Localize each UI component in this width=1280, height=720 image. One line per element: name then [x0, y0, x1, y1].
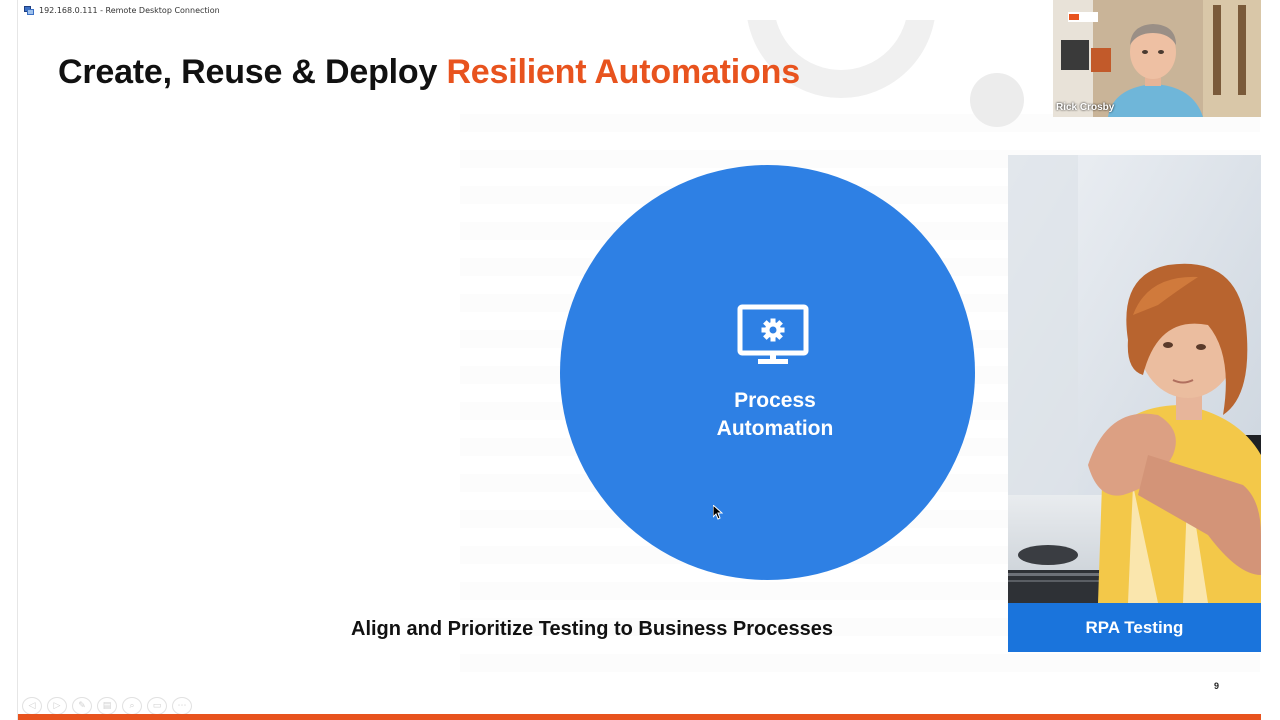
right-gutter — [1261, 0, 1280, 720]
slide-subtitle: Align and Prioritize Testing to Business… — [351, 618, 833, 640]
subtitles-icon[interactable]: ▭ — [147, 697, 167, 715]
title-accent: Resilient Automations — [446, 53, 800, 91]
forward-icon[interactable]: ▷ — [47, 697, 67, 715]
slideshow-toolbar: ◁ ▷ ✎ ▤ ⌕ ▭ ⋯ — [22, 697, 192, 715]
process-automation-circle — [560, 165, 975, 580]
window-title: 192.168.0.111 - Remote Desktop Connectio… — [39, 5, 220, 15]
window-titlebar[interactable]: 192.168.0.111 - Remote Desktop Connectio… — [18, 0, 1261, 20]
circle-label: Process Automation — [700, 387, 850, 443]
circle-label-line1: Process — [734, 389, 816, 412]
remote-desktop-icon — [24, 5, 34, 15]
mouse-cursor-icon — [713, 505, 723, 520]
title-main: Create, Reuse & Deploy — [58, 53, 447, 91]
pen-icon[interactable]: ✎ — [72, 697, 92, 715]
zoom-icon[interactable]: ⌕ — [122, 697, 142, 715]
slide-bottom-bar — [18, 714, 1261, 720]
rpa-testing-caption: RPA Testing — [1008, 603, 1261, 652]
presentation-slide[interactable]: Create, Reuse & Deploy Resilient Automat… — [18, 20, 1261, 714]
slides-icon[interactable]: ▤ — [97, 697, 117, 715]
back-icon[interactable]: ◁ — [22, 697, 42, 715]
circle-label-line2: Automation — [716, 417, 834, 440]
more-icon[interactable]: ⋯ — [172, 697, 192, 715]
left-gutter — [0, 0, 18, 720]
slide-title: Create, Reuse & Deploy Resilient Automat… — [58, 53, 800, 92]
monitor-gear-icon — [737, 304, 809, 364]
slide-page-number: 9 — [1214, 681, 1220, 691]
participant-name: Rick Crosby — [1056, 102, 1115, 113]
decorative-circle — [970, 73, 1024, 127]
participant-video-tile[interactable]: Rick Crosby — [1053, 0, 1261, 117]
rpa-testing-photo — [1008, 155, 1261, 603]
